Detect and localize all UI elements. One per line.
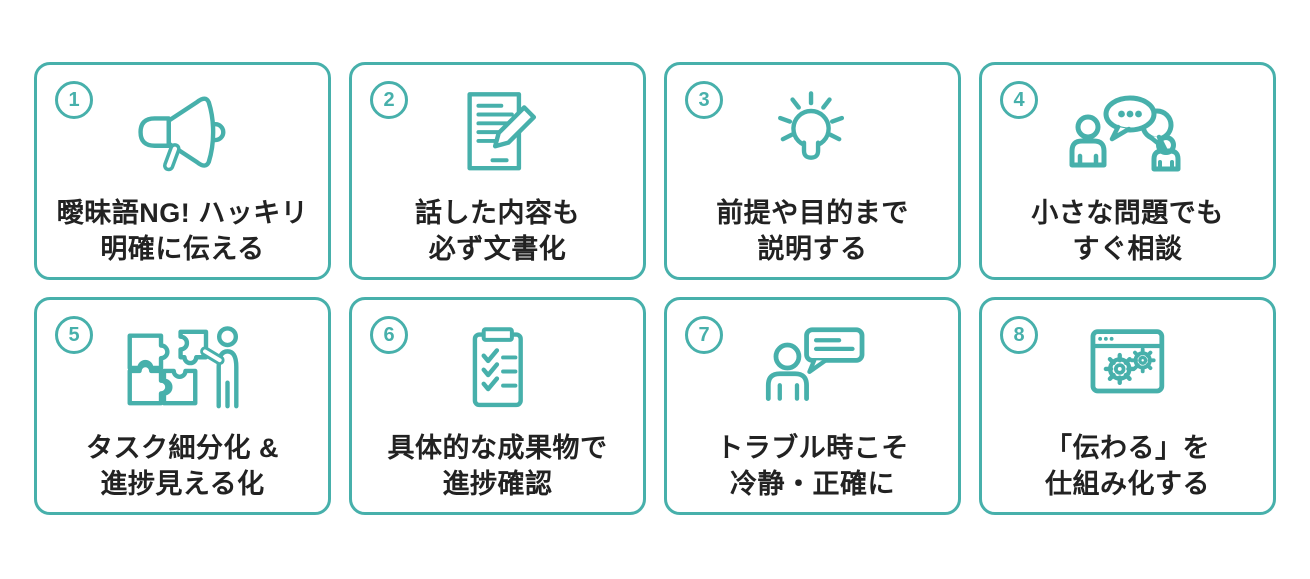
caption-line-1: 具体的な成果物で bbox=[387, 433, 608, 463]
number-badge: 6 bbox=[370, 316, 408, 354]
tip-card-5: 5 タスク細分化 & 進捗見える化 bbox=[34, 297, 331, 515]
caption-line-1: トラブル時こそ bbox=[716, 433, 909, 463]
caption-line-2: すぐ相談 bbox=[1072, 234, 1183, 265]
card-number: 4 bbox=[1013, 89, 1025, 111]
number-badge: 3 bbox=[685, 81, 723, 119]
caption-line-2: 説明する bbox=[757, 234, 868, 265]
caption-line-1: 「伝わる」を bbox=[1045, 433, 1210, 463]
card-number: 8 bbox=[1013, 324, 1025, 346]
card-caption: 具体的な成果物で 進捗確認 bbox=[388, 430, 608, 502]
puzzle-person-icon bbox=[118, 320, 247, 416]
caption-line-1: タスク細分化 & bbox=[86, 433, 279, 463]
caption-line-1: 話した内容も bbox=[415, 198, 580, 228]
card-caption: 曖昧語NG! ハッキリ 明確に伝える bbox=[57, 195, 309, 267]
number-badge: 4 bbox=[1000, 81, 1038, 119]
card-caption: 「伝わる」を 仕組み化する bbox=[1045, 430, 1210, 502]
card-caption: トラブル時こそ 冷静・正確に bbox=[716, 430, 909, 502]
card-caption: 小さな問題でも すぐ相談 bbox=[1031, 195, 1224, 267]
caption-line-1: 小さな問題でも bbox=[1031, 198, 1224, 228]
tip-card-7: 7 トラブル時こそ 冷静・正確に bbox=[664, 297, 961, 515]
tip-card-1: 1 曖昧語NG! ハッキリ 明確に伝える bbox=[34, 62, 331, 280]
number-badge: 1 bbox=[55, 81, 93, 119]
caption-line-2: 明確に伝える bbox=[100, 234, 265, 265]
caption-line-1: 曖昧語NG! ハッキリ bbox=[56, 198, 309, 228]
card-number: 2 bbox=[383, 89, 395, 111]
caption-line-1: 前提や目的まで bbox=[716, 198, 909, 228]
caption-line-2: 冷静・正確に bbox=[730, 469, 895, 500]
number-badge: 2 bbox=[370, 81, 408, 119]
tip-card-2: 2 話した内容も 必ず文書化 bbox=[349, 62, 646, 280]
card-number: 6 bbox=[383, 324, 395, 346]
tip-card-3: 3 前提や目的まで 説明する bbox=[664, 62, 961, 280]
card-number: 5 bbox=[68, 324, 80, 346]
people-chat-icon bbox=[1062, 85, 1194, 181]
card-number: 1 bbox=[68, 89, 80, 111]
caption-line-2: 進捗確認 bbox=[442, 469, 553, 500]
tips-grid: 1 曖昧語NG! ハッキリ 明確に伝える 2 bbox=[34, 62, 1276, 515]
number-badge: 5 bbox=[55, 316, 93, 354]
lightbulb-icon bbox=[760, 85, 866, 181]
person-speech-icon bbox=[753, 320, 872, 416]
tip-card-4: 4 小さな問題でも すぐ相談 bbox=[979, 62, 1276, 280]
tip-card-8: 8 bbox=[979, 297, 1276, 515]
card-number: 3 bbox=[698, 89, 710, 111]
card-caption: 話した内容も 必ず文書化 bbox=[415, 195, 580, 267]
caption-line-2: 仕組み化する bbox=[1045, 469, 1210, 500]
card-caption: 前提や目的まで 説明する bbox=[716, 195, 909, 267]
tip-card-6: 6 具体的な成果物で 進捗確認 bbox=[349, 297, 646, 515]
number-badge: 7 bbox=[685, 316, 723, 354]
caption-line-2: 必ず文書化 bbox=[428, 234, 567, 265]
caption-line-2: 進捗見える化 bbox=[100, 469, 265, 500]
document-pencil-icon bbox=[445, 85, 551, 181]
megaphone-icon bbox=[130, 85, 236, 181]
card-number: 7 bbox=[698, 324, 710, 346]
number-badge: 8 bbox=[1000, 316, 1038, 354]
card-caption: タスク細分化 & 進捗見える化 bbox=[86, 430, 279, 502]
browser-gears-icon bbox=[1070, 320, 1185, 416]
checklist-clipboard-icon bbox=[445, 320, 551, 416]
